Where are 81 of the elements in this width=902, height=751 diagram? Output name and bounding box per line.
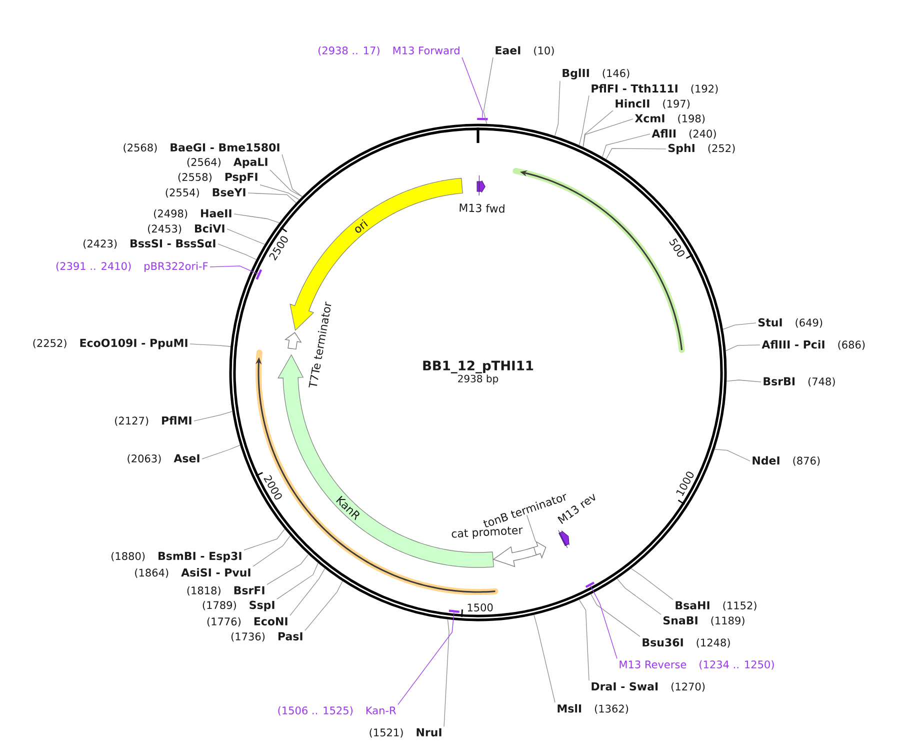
leader-line (630, 568, 674, 600)
enzyme-site-label: (1818) BsrFI (187, 586, 264, 596)
enzyme-site-label: DraI - SwaI (1270) (592, 682, 705, 692)
primer-label: (1506 .. 1525) Kan-R (278, 706, 396, 716)
enzyme-site-label: HincII (197) (616, 99, 690, 109)
enzyme-site-label: (2558) PspFI (178, 172, 258, 184)
primer-site-mark (448, 610, 460, 613)
enzyme-site-label: AflII (240) (652, 129, 716, 139)
leader-line (234, 214, 280, 224)
leader-line (582, 118, 634, 148)
leader-line (444, 619, 450, 727)
leader-line (590, 586, 618, 659)
leader-line (252, 535, 291, 567)
enzyme-site-label: (1776) EcoNI (207, 617, 288, 627)
enzyme-site-label: (2554) BseYI (166, 188, 246, 198)
enzyme-site-label: PflFI - Tth111I (192) (592, 84, 718, 94)
leader-line (722, 322, 756, 330)
leader-line (202, 444, 240, 460)
leader-line (606, 148, 666, 160)
enzyme-site-label: (1736) PasI (231, 632, 302, 642)
leader-line (276, 562, 318, 600)
primer-site-mark (585, 582, 595, 588)
enzyme-site-label: (1864) AsiSI - PvuI (135, 568, 250, 578)
enzyme-site-label: (2252) EcoO109I - PpuMI (33, 338, 188, 350)
enzyme-site-label: BsaHI (1152) (676, 601, 756, 611)
enzyme-site-label: (2568) BaeGI - Bme1580I (124, 143, 280, 153)
enzyme-site-label: (1789) SspI (202, 600, 274, 612)
leader-line (266, 554, 309, 585)
leader-line (398, 612, 454, 705)
leader-line (226, 228, 266, 245)
leader-line (602, 134, 650, 158)
enzyme-site-label: StuI (649) (758, 318, 822, 328)
enzyme-site-label: (2127) PflMI (115, 416, 192, 426)
tick-label: 1500 (468, 603, 493, 612)
tick-label: 1000 (676, 472, 694, 496)
enzyme-site-label: (2564) ApaLI (187, 158, 268, 168)
leader-line (282, 154, 302, 197)
leader-line (714, 449, 750, 462)
leader-line (260, 184, 300, 200)
leader-line (578, 95, 590, 146)
leader-line (210, 266, 258, 274)
primer-label: M13 Reverse (1234 .. 1250) (620, 660, 774, 670)
enzyme-site-label: (1521) NruI (370, 728, 442, 738)
enzyme-site-label: Bsu36I (1248) (642, 638, 730, 648)
enzyme-site-label: SnaBI (1189) (664, 616, 744, 626)
enzyme-site-label: (2423) BssSI - BssSαI (84, 239, 216, 249)
leader-line (616, 578, 662, 615)
leader-line (190, 344, 231, 347)
enzyme-site-label: (2453) BciVI (148, 224, 224, 234)
leader-line (483, 57, 494, 124)
leader-line (726, 380, 762, 382)
enzyme-site-label: AflIII - PciI (686) (762, 340, 865, 350)
enzyme-site-label: MslI (1362) (558, 704, 628, 714)
leader-line (194, 411, 233, 422)
leader-line (578, 599, 590, 681)
enzyme-site-label: NdeI (876) (752, 456, 820, 466)
enzyme-site-label: EaeI (10) (496, 46, 554, 56)
enzyme-site-label: (2063) AseI (128, 454, 200, 464)
enzyme-site-label: XcmI (198) (634, 114, 705, 124)
leader-line (218, 244, 257, 260)
leader-line (725, 344, 760, 352)
enzyme-site-label: (2498) HaeII (154, 209, 232, 219)
enzyme-site-label: (1880) BsmBI - Esp3I (112, 552, 242, 562)
leader-line (582, 110, 614, 148)
leader-line (462, 57, 483, 118)
leader-line (244, 528, 286, 550)
primer-site-mark (477, 118, 488, 120)
enzyme-site-label: BglII (146) (562, 68, 630, 80)
leader-line (590, 594, 640, 637)
leader-line (304, 580, 343, 631)
primer-label: (2391 .. 2410) pBR322ori-F (56, 262, 208, 272)
leader-line (534, 614, 556, 703)
primer-site-mark (256, 269, 262, 280)
leader-line (554, 80, 560, 136)
leader-line (270, 170, 302, 197)
leader-line (290, 568, 326, 616)
primer-label: (2938 .. 17) M13 Forward (318, 46, 460, 56)
enzyme-site-label: SphI (252) (668, 144, 735, 154)
enzyme-site-label: BsrBI (748) (764, 377, 835, 387)
leader-line (526, 514, 536, 542)
leader-line (248, 192, 296, 204)
